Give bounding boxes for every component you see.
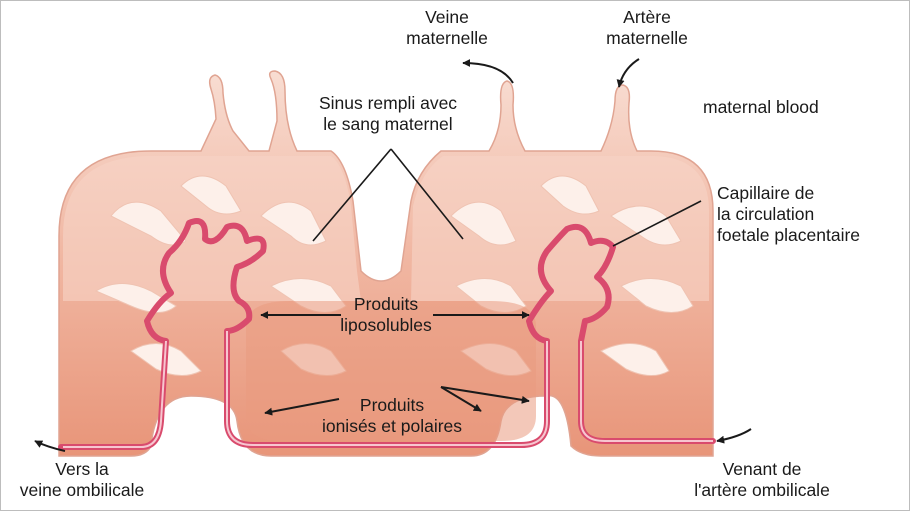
capillaire-line-1: Capillaire de [717, 183, 860, 204]
label-sinus: Sinus rempli avec le sang maternel [293, 93, 483, 135]
venant-line-2: l'artère ombilicale [677, 480, 847, 501]
label-maternal-blood: maternal blood [703, 97, 819, 118]
veine-line-2: maternelle [397, 28, 497, 49]
umbilical-artery-arrow [717, 429, 751, 441]
sinus-line-1: Sinus rempli avec [293, 93, 483, 114]
label-produits-ionises: Produits ionisés et polaires [317, 395, 467, 437]
vers-line-2: veine ombilicale [7, 480, 157, 501]
label-veine-maternelle: Veine maternelle [397, 7, 497, 49]
ionises-line-1: Produits [317, 395, 467, 416]
ionises-line-2: ionisés et polaires [317, 416, 467, 437]
sinus-line-2: le sang maternel [293, 114, 483, 135]
maternal-artery-arrow [619, 59, 639, 87]
veine-line-1: Veine [397, 7, 497, 28]
label-vers-la-veine: Vers la veine ombilicale [7, 459, 157, 501]
capillaire-line-3: foetale placentaire [717, 225, 860, 246]
liposolubles-line-1: Produits [331, 294, 441, 315]
vers-line-1: Vers la [7, 459, 157, 480]
label-capillaire: Capillaire de la circulation foetale pla… [717, 183, 860, 246]
venant-line-1: Venant de [677, 459, 847, 480]
artere-line-2: maternelle [597, 28, 697, 49]
maternal-vein-arrow [463, 63, 513, 83]
label-artere-maternelle: Artère maternelle [597, 7, 697, 49]
label-produits-liposolubles: Produits liposolubles [331, 294, 441, 336]
liposolubles-line-2: liposolubles [331, 315, 441, 336]
artere-line-1: Artère [597, 7, 697, 28]
label-venant-de: Venant de l'artère ombilicale [677, 459, 847, 501]
capillaire-line-2: la circulation [717, 204, 860, 225]
